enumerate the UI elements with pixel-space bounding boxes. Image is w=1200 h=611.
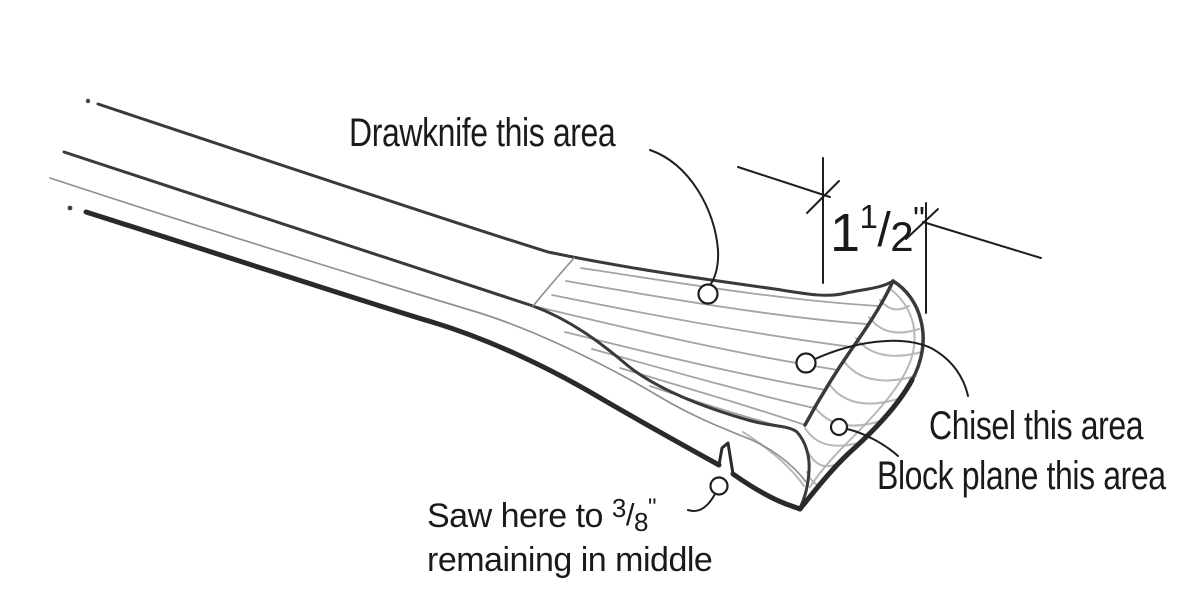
blade-tip-outline bbox=[797, 279, 925, 512]
dimension-whole: 1 bbox=[830, 203, 860, 263]
dimension-lead-right bbox=[922, 221, 1042, 259]
dimension-tick-right bbox=[905, 208, 939, 240]
dimension-lines bbox=[737, 157, 1042, 314]
saw-fraction-slash: / bbox=[625, 497, 635, 532]
dimension-slash: / bbox=[877, 204, 891, 257]
tip-scoop-inner-curve bbox=[803, 279, 895, 427]
tip-edge-inner-line bbox=[809, 287, 916, 488]
shaft-middle-line bbox=[49, 177, 807, 483]
tip-outer-edge-lower bbox=[797, 377, 915, 512]
dimension-numerator: 1 bbox=[859, 198, 878, 235]
block-plane-callout-circle bbox=[829, 417, 849, 437]
shaft-top-edge bbox=[96, 102, 895, 297]
grain-line bbox=[551, 294, 853, 348]
grain-arc bbox=[828, 383, 902, 405]
saw-kerf-notch bbox=[717, 441, 735, 475]
grain-line bbox=[619, 367, 806, 426]
bottom-edge-tip-segment bbox=[730, 471, 803, 512]
saw-inch-mark: " bbox=[647, 494, 657, 521]
grain-arc bbox=[842, 359, 917, 382]
shaft-bottom-edge bbox=[83, 209, 722, 468]
grain-line bbox=[565, 280, 867, 325]
drawknife-callout-circle bbox=[697, 283, 719, 305]
callout-circles bbox=[697, 283, 849, 496]
chisel-callout-circle bbox=[795, 352, 817, 374]
saw-annotation-line2: remaining in middle bbox=[427, 541, 713, 579]
chisel-leader bbox=[814, 339, 969, 397]
sketch-start-dot bbox=[67, 205, 73, 211]
dimension-label: 11/2" bbox=[830, 192, 925, 272]
drawknife-annotation: Drawknife this area bbox=[349, 111, 616, 155]
grain-line bbox=[580, 267, 879, 307]
dimension-lead-left bbox=[737, 166, 831, 198]
leader-lines bbox=[649, 149, 969, 512]
grain-arc bbox=[804, 427, 863, 447]
grain-line bbox=[564, 331, 827, 391]
dimension-denominator: 2 bbox=[890, 213, 914, 260]
shaft-outline bbox=[49, 98, 895, 510]
dimension-tick-left bbox=[806, 180, 840, 214]
tip-outer-edge-upper bbox=[891, 279, 925, 382]
drawknife-leader bbox=[649, 149, 720, 286]
block-plane-leader bbox=[846, 428, 899, 457]
saw-callout-circle bbox=[709, 476, 729, 496]
saw-leader bbox=[687, 493, 716, 512]
saw-fraction-numerator: 3 bbox=[611, 493, 626, 523]
hatch-boundary-line bbox=[532, 257, 575, 307]
top-face-grain bbox=[537, 267, 879, 429]
saw-fraction-denominator: 8 bbox=[633, 507, 648, 537]
grain-arc bbox=[742, 431, 805, 487]
saw-annotation-line1: Saw here to 3/8" bbox=[427, 493, 657, 537]
grain-arc bbox=[855, 337, 923, 357]
saw-notch bbox=[717, 441, 803, 512]
chisel-annotation: Chisel this area bbox=[929, 404, 1144, 448]
saw-annotation: Saw here to 3/8" remaining in middle bbox=[427, 489, 713, 579]
dimension-inch-mark: " bbox=[913, 200, 925, 237]
grain-line bbox=[591, 348, 815, 409]
block-plane-annotation: Block plane this area bbox=[877, 454, 1166, 498]
shaft-second-edge bbox=[62, 150, 811, 510]
sketch-start-dot bbox=[85, 98, 91, 104]
